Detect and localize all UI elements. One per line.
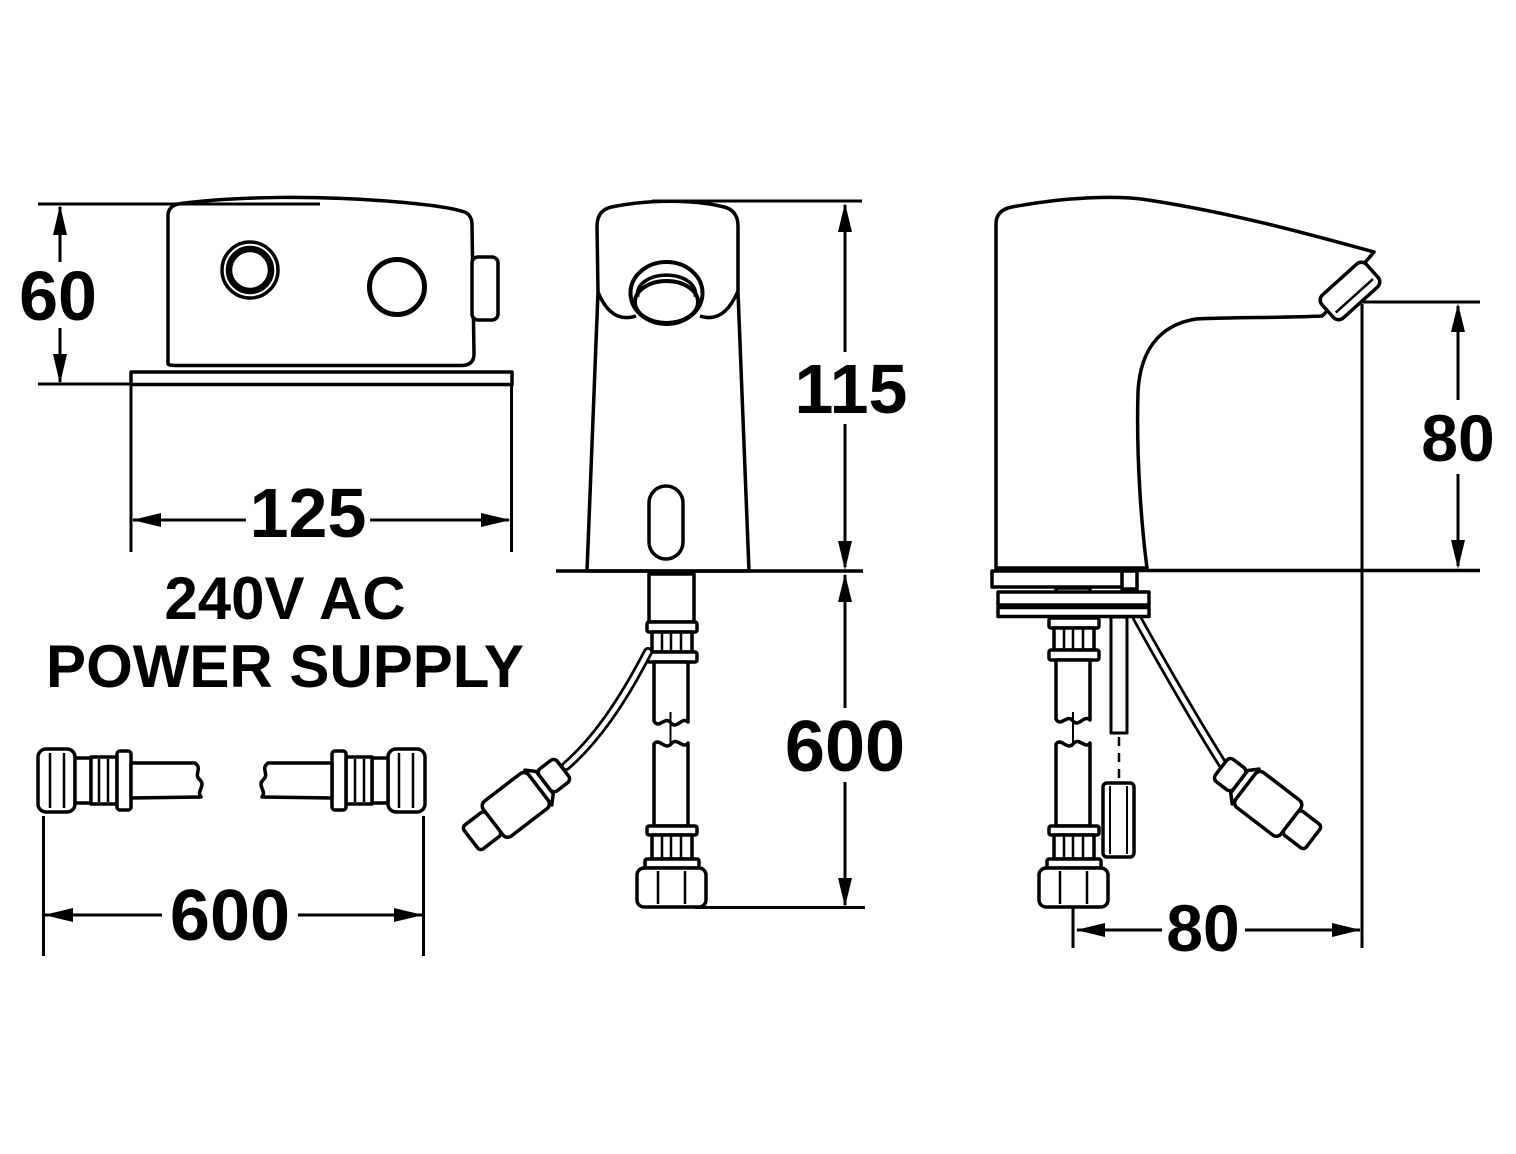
dim-top-width: 125	[129, 386, 513, 552]
dim-side-outlet-height: 80	[1362, 300, 1495, 569]
dim-label-600-hose: 600	[170, 876, 290, 956]
dim-hose-length: 600	[42, 816, 425, 956]
top-view-hole-outer	[220, 240, 280, 300]
hose-left-tube	[129, 761, 204, 800]
side-fixing-spacer	[1101, 781, 1136, 859]
dim-top-depth: 60	[19, 202, 320, 386]
dim-label-60: 60	[19, 257, 97, 335]
top-view-port	[470, 255, 500, 322]
front-tail-nut	[635, 866, 708, 909]
side-body	[994, 195, 1376, 570]
side-sensor-cable	[1132, 613, 1230, 773]
side-aerator	[1318, 260, 1382, 322]
side-tail-nut	[1037, 866, 1110, 909]
top-view-hole-inner	[225, 245, 275, 295]
front-spout-outlet	[628, 260, 705, 326]
top-view-baseplate	[129, 370, 514, 387]
hose-left	[36, 747, 204, 814]
power-supply-label: 240V AC POWER SUPPLY	[46, 565, 524, 700]
side-tail-pipe	[1037, 586, 1110, 909]
dim-label-80-reach: 80	[1166, 891, 1239, 965]
front-body	[585, 199, 751, 573]
front-power-connector	[461, 757, 572, 852]
side-power-connector	[1212, 756, 1323, 851]
front-view	[461, 199, 863, 909]
hose-left-nut	[36, 747, 77, 814]
front-sensor-window	[647, 484, 685, 561]
top-view	[129, 195, 514, 387]
side-fixing-stud	[1109, 615, 1129, 735]
dim-label-80-height: 80	[1421, 401, 1494, 475]
dim-label-125: 125	[250, 474, 367, 552]
hose-right-tube	[259, 761, 334, 800]
front-sensor-cable	[561, 647, 653, 771]
dim-front-tail-drop: 600	[695, 573, 905, 909]
front-tail-pipe	[635, 572, 708, 909]
power-label-line1: 240V AC	[164, 565, 405, 632]
flexible-hoses	[36, 747, 427, 814]
hose-right-nut	[386, 747, 427, 814]
side-view	[990, 195, 1480, 909]
power-label-line2: POWER SUPPLY	[46, 633, 524, 700]
hose-right	[259, 747, 427, 814]
top-view-body	[166, 195, 476, 368]
side-mounting-washer	[996, 590, 1151, 607]
dim-front-height: 115	[652, 199, 908, 570]
side-backnut-plate	[996, 605, 1151, 619]
dim-side-outlet-reach: 80	[1071, 304, 1364, 965]
dim-label-115: 115	[795, 350, 908, 428]
dim-label-600-front: 600	[785, 707, 905, 787]
side-escutcheon	[990, 569, 1125, 589]
top-view-hole-right	[367, 257, 427, 317]
